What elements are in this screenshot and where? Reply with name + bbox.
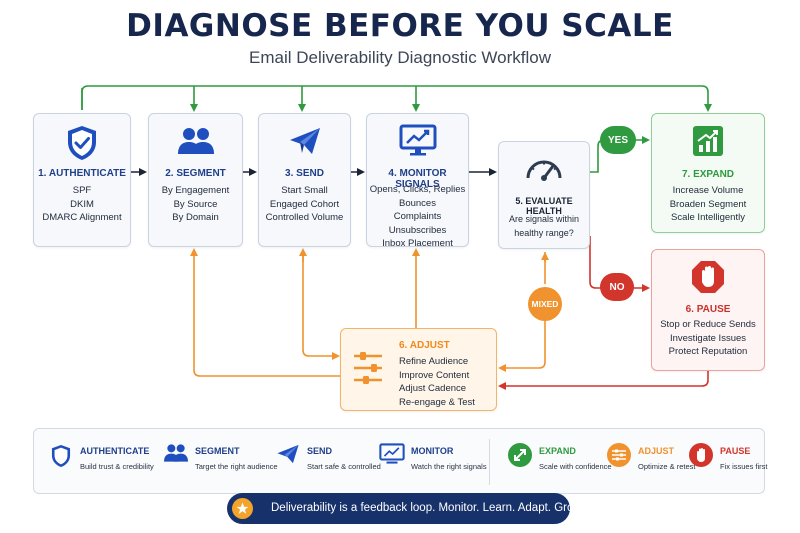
step-title: 2. SEGMENT xyxy=(165,168,226,179)
legend-title: PAUSE xyxy=(720,446,751,456)
step-title: 3. SEND xyxy=(285,168,324,179)
legend-title: SEND xyxy=(307,446,333,456)
shield-check-icon xyxy=(48,443,74,469)
banner-text: Deliverability is a feedback loop. Monit… xyxy=(271,502,585,514)
legend-desc: Fix issues first xyxy=(720,462,768,471)
monitor-chart-icon xyxy=(367,124,468,156)
step-line: Adjust Cadence xyxy=(399,383,467,394)
step-adjust[interactable]: 6. ADJUST Refine Audience Improve Conten… xyxy=(340,328,497,411)
step-authenticate[interactable]: 1. AUTHENTICATE SPF DKIM DMARC Alignment xyxy=(33,113,131,247)
step-line: Complaints xyxy=(393,211,442,222)
step-line: Bounces xyxy=(399,197,436,209)
step-line: Unsubscribes xyxy=(388,224,447,236)
legend-title: ADJUST xyxy=(638,446,675,456)
step-line: Scale Intelligently xyxy=(671,212,745,223)
yes-branch-label: YES xyxy=(600,126,636,154)
step-line: Engaged Cohort xyxy=(269,198,340,210)
legend-title: MONITOR xyxy=(411,446,454,456)
sliders-icon xyxy=(353,351,383,390)
step-line: Opens, Clicks, Replies xyxy=(369,184,466,195)
star-icon xyxy=(232,498,253,519)
step-title: 6. ADJUST xyxy=(399,340,450,351)
step-line: Start Small xyxy=(281,185,328,196)
step-evaluate-health[interactable]: 5. EVALUATE HEALTH Are signals within he… xyxy=(498,141,590,249)
growth-chart-icon xyxy=(652,126,764,156)
legend-desc: Target the right audience xyxy=(195,462,278,471)
step-line: DMARC Alignment xyxy=(42,212,122,223)
legend-desc: Watch the right signals xyxy=(411,462,487,471)
step-title: 4. MONITOR SIGNALS xyxy=(388,168,447,190)
step-title: 5. EVALUATE HEALTH xyxy=(515,196,573,216)
mixed-branch-label: MIXED xyxy=(528,287,562,321)
sliders-icon xyxy=(606,443,632,469)
step-line: DKIM xyxy=(70,198,94,210)
step-line: Stop or Reduce Sends xyxy=(660,319,756,330)
no-branch-label: NO xyxy=(600,273,634,301)
mixed-connector xyxy=(498,252,549,372)
step-title: 1. AUTHENTICATE xyxy=(38,168,126,179)
legend-title: AUTHENTICATE xyxy=(80,446,150,456)
monitor-chart-icon xyxy=(379,443,405,469)
users-icon xyxy=(149,126,242,156)
step-line: By Domain xyxy=(172,212,219,223)
step-title: 7. EXPAND xyxy=(681,169,735,180)
stop-hand-icon xyxy=(652,260,764,294)
step-send[interactable]: 3. SEND Start Small Engaged Cohort Contr… xyxy=(258,113,351,247)
step-line: Controlled Volume xyxy=(265,212,344,223)
step-line: Re-engage & Test xyxy=(399,396,475,408)
footer-banner: Deliverability is a feedback loop. Monit… xyxy=(227,493,584,524)
legend-desc: Build trust & credibility xyxy=(80,462,154,471)
page-title: DIAGNOSE BEFORE YOU SCALE xyxy=(126,8,674,44)
step-line: Protect Reputation xyxy=(668,346,748,357)
paper-plane-icon xyxy=(259,126,350,156)
legend-title: EXPAND xyxy=(539,446,576,456)
step-line: Investigate Issues xyxy=(669,332,747,344)
page-subtitle: Email Deliverability Diagnostic Workflow xyxy=(249,48,551,67)
step-line: Inbox Placement xyxy=(382,238,453,249)
users-icon xyxy=(163,443,189,469)
step-line: By Source xyxy=(173,198,218,210)
pause-to-adjust-connector xyxy=(498,371,709,390)
step-line: healthy range? xyxy=(514,227,574,238)
legend: AUTHENTICATE Build trust & credibility S… xyxy=(33,428,768,494)
legend-divider xyxy=(489,439,490,485)
step-segment[interactable]: 2. SEGMENT By Engagement By Source By Do… xyxy=(148,113,243,247)
step-line: By Engagement xyxy=(161,185,230,196)
stop-hand-icon xyxy=(688,443,714,469)
legend-desc: Optimize & retest xyxy=(638,462,696,471)
step-line: Improve Content xyxy=(399,369,470,381)
adjust-feedback-connectors xyxy=(190,248,420,377)
legend-desc: Scale with confidence xyxy=(539,462,612,471)
step-line: SPF xyxy=(72,185,92,196)
gauge-icon xyxy=(499,154,589,182)
paper-plane-icon xyxy=(275,443,301,469)
green-loop-connector xyxy=(81,85,712,112)
no-connector xyxy=(589,236,650,292)
step-line: Broaden Segment xyxy=(669,198,747,210)
step-pause[interactable]: 6. PAUSE Stop or Reduce Sends Investigat… xyxy=(651,249,765,371)
shield-check-icon xyxy=(34,124,130,162)
step-line: Are signals within xyxy=(508,214,580,224)
step-title: 6. PAUSE xyxy=(685,304,731,315)
step-expand[interactable]: 7. EXPAND Increase Volume Broaden Segmen… xyxy=(651,113,765,233)
legend-desc: Start safe & controlled xyxy=(307,462,381,471)
step-line: Increase Volume xyxy=(672,185,744,196)
step-monitor-signals[interactable]: 4. MONITOR SIGNALS Opens, Clicks, Replie… xyxy=(366,113,469,249)
step-line: Refine Audience xyxy=(399,356,469,367)
legend-title: SEGMENT xyxy=(195,446,240,456)
expand-arrows-icon xyxy=(507,443,533,469)
